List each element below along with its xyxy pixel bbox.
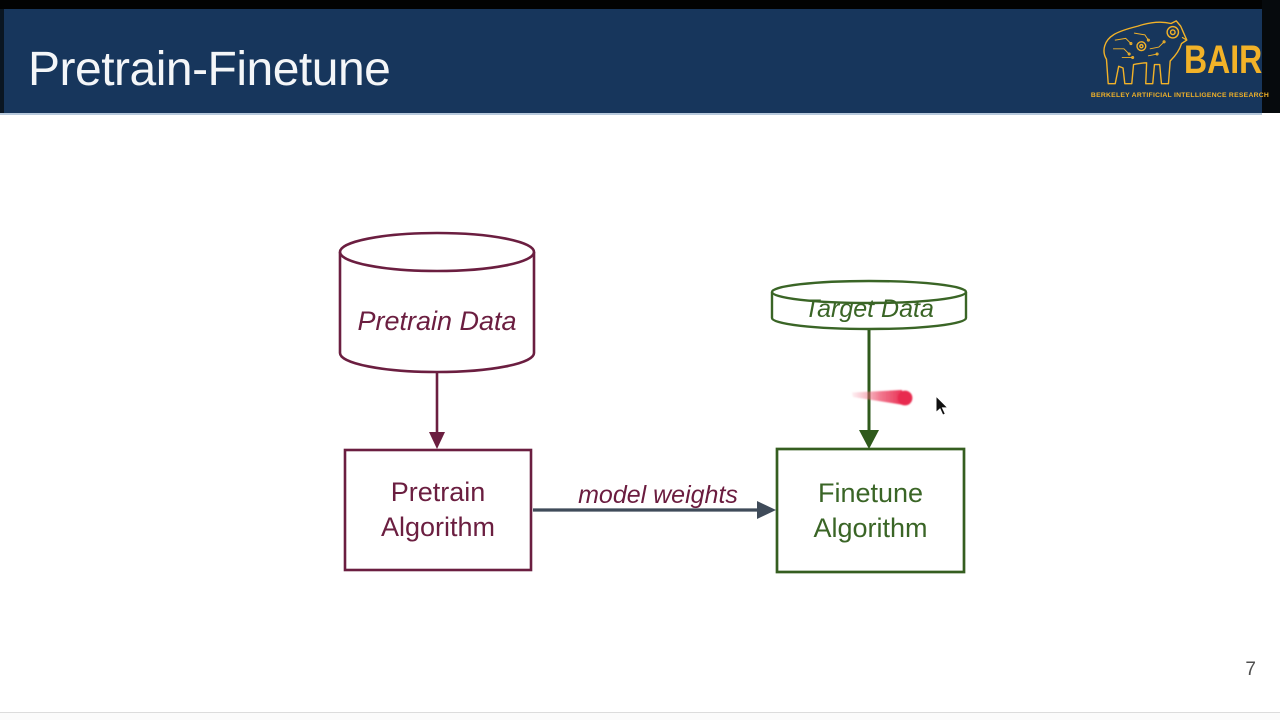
- arrow-model-weights: [533, 501, 776, 519]
- finetune-algorithm-label: Finetune Algorithm: [777, 449, 964, 572]
- video-letterbox-bottom: [0, 713, 1280, 720]
- arrow-pretrain-data-to-algorithm: [429, 373, 445, 449]
- finetune-algorithm-label-line1: Finetune: [817, 477, 924, 508]
- bair-bear-logo-icon: [1103, 20, 1188, 85]
- slide-page-number: 7: [1245, 659, 1256, 680]
- header-underline: [0, 113, 1262, 115]
- slide-title: Pretrain-Finetune: [28, 43, 391, 96]
- mouse-cursor[interactable]: [935, 394, 950, 416]
- video-letterbox-top: [0, 0, 1280, 9]
- pretrain-data-label: Pretrain Data: [357, 306, 517, 336]
- pretrain-algorithm-label: Pretrain Algorithm: [345, 450, 531, 570]
- pretrain-data-cylinder: [338, 231, 536, 374]
- bair-logo-tagline: BERKELEY ARTIFICIAL INTELLIGENCE RESEARC…: [1090, 92, 1270, 99]
- header-left-edge: [0, 9, 4, 113]
- laser-pointer: [852, 390, 913, 406]
- finetune-algorithm-box: [775, 447, 966, 574]
- pretrain-algorithm-label-line1: Pretrain: [390, 477, 486, 507]
- video-letterbox-right: [1262, 0, 1280, 113]
- target-data-cylinder: [770, 279, 968, 331]
- model-weights-label: model weights: [578, 481, 738, 509]
- finetune-algorithm-label-line2: Algorithm: [813, 512, 928, 543]
- slide-bottom-edge: [0, 712, 1280, 713]
- target-data-label: Target Data: [804, 295, 934, 323]
- pretrain-algorithm-label-line2: Algorithm: [380, 512, 496, 542]
- arrow-target-data-to-algorithm: [859, 330, 879, 449]
- bair-logo-text: BAIR: [1184, 38, 1263, 82]
- header-band: [0, 9, 1280, 113]
- pretrain-algorithm-box: [343, 448, 533, 572]
